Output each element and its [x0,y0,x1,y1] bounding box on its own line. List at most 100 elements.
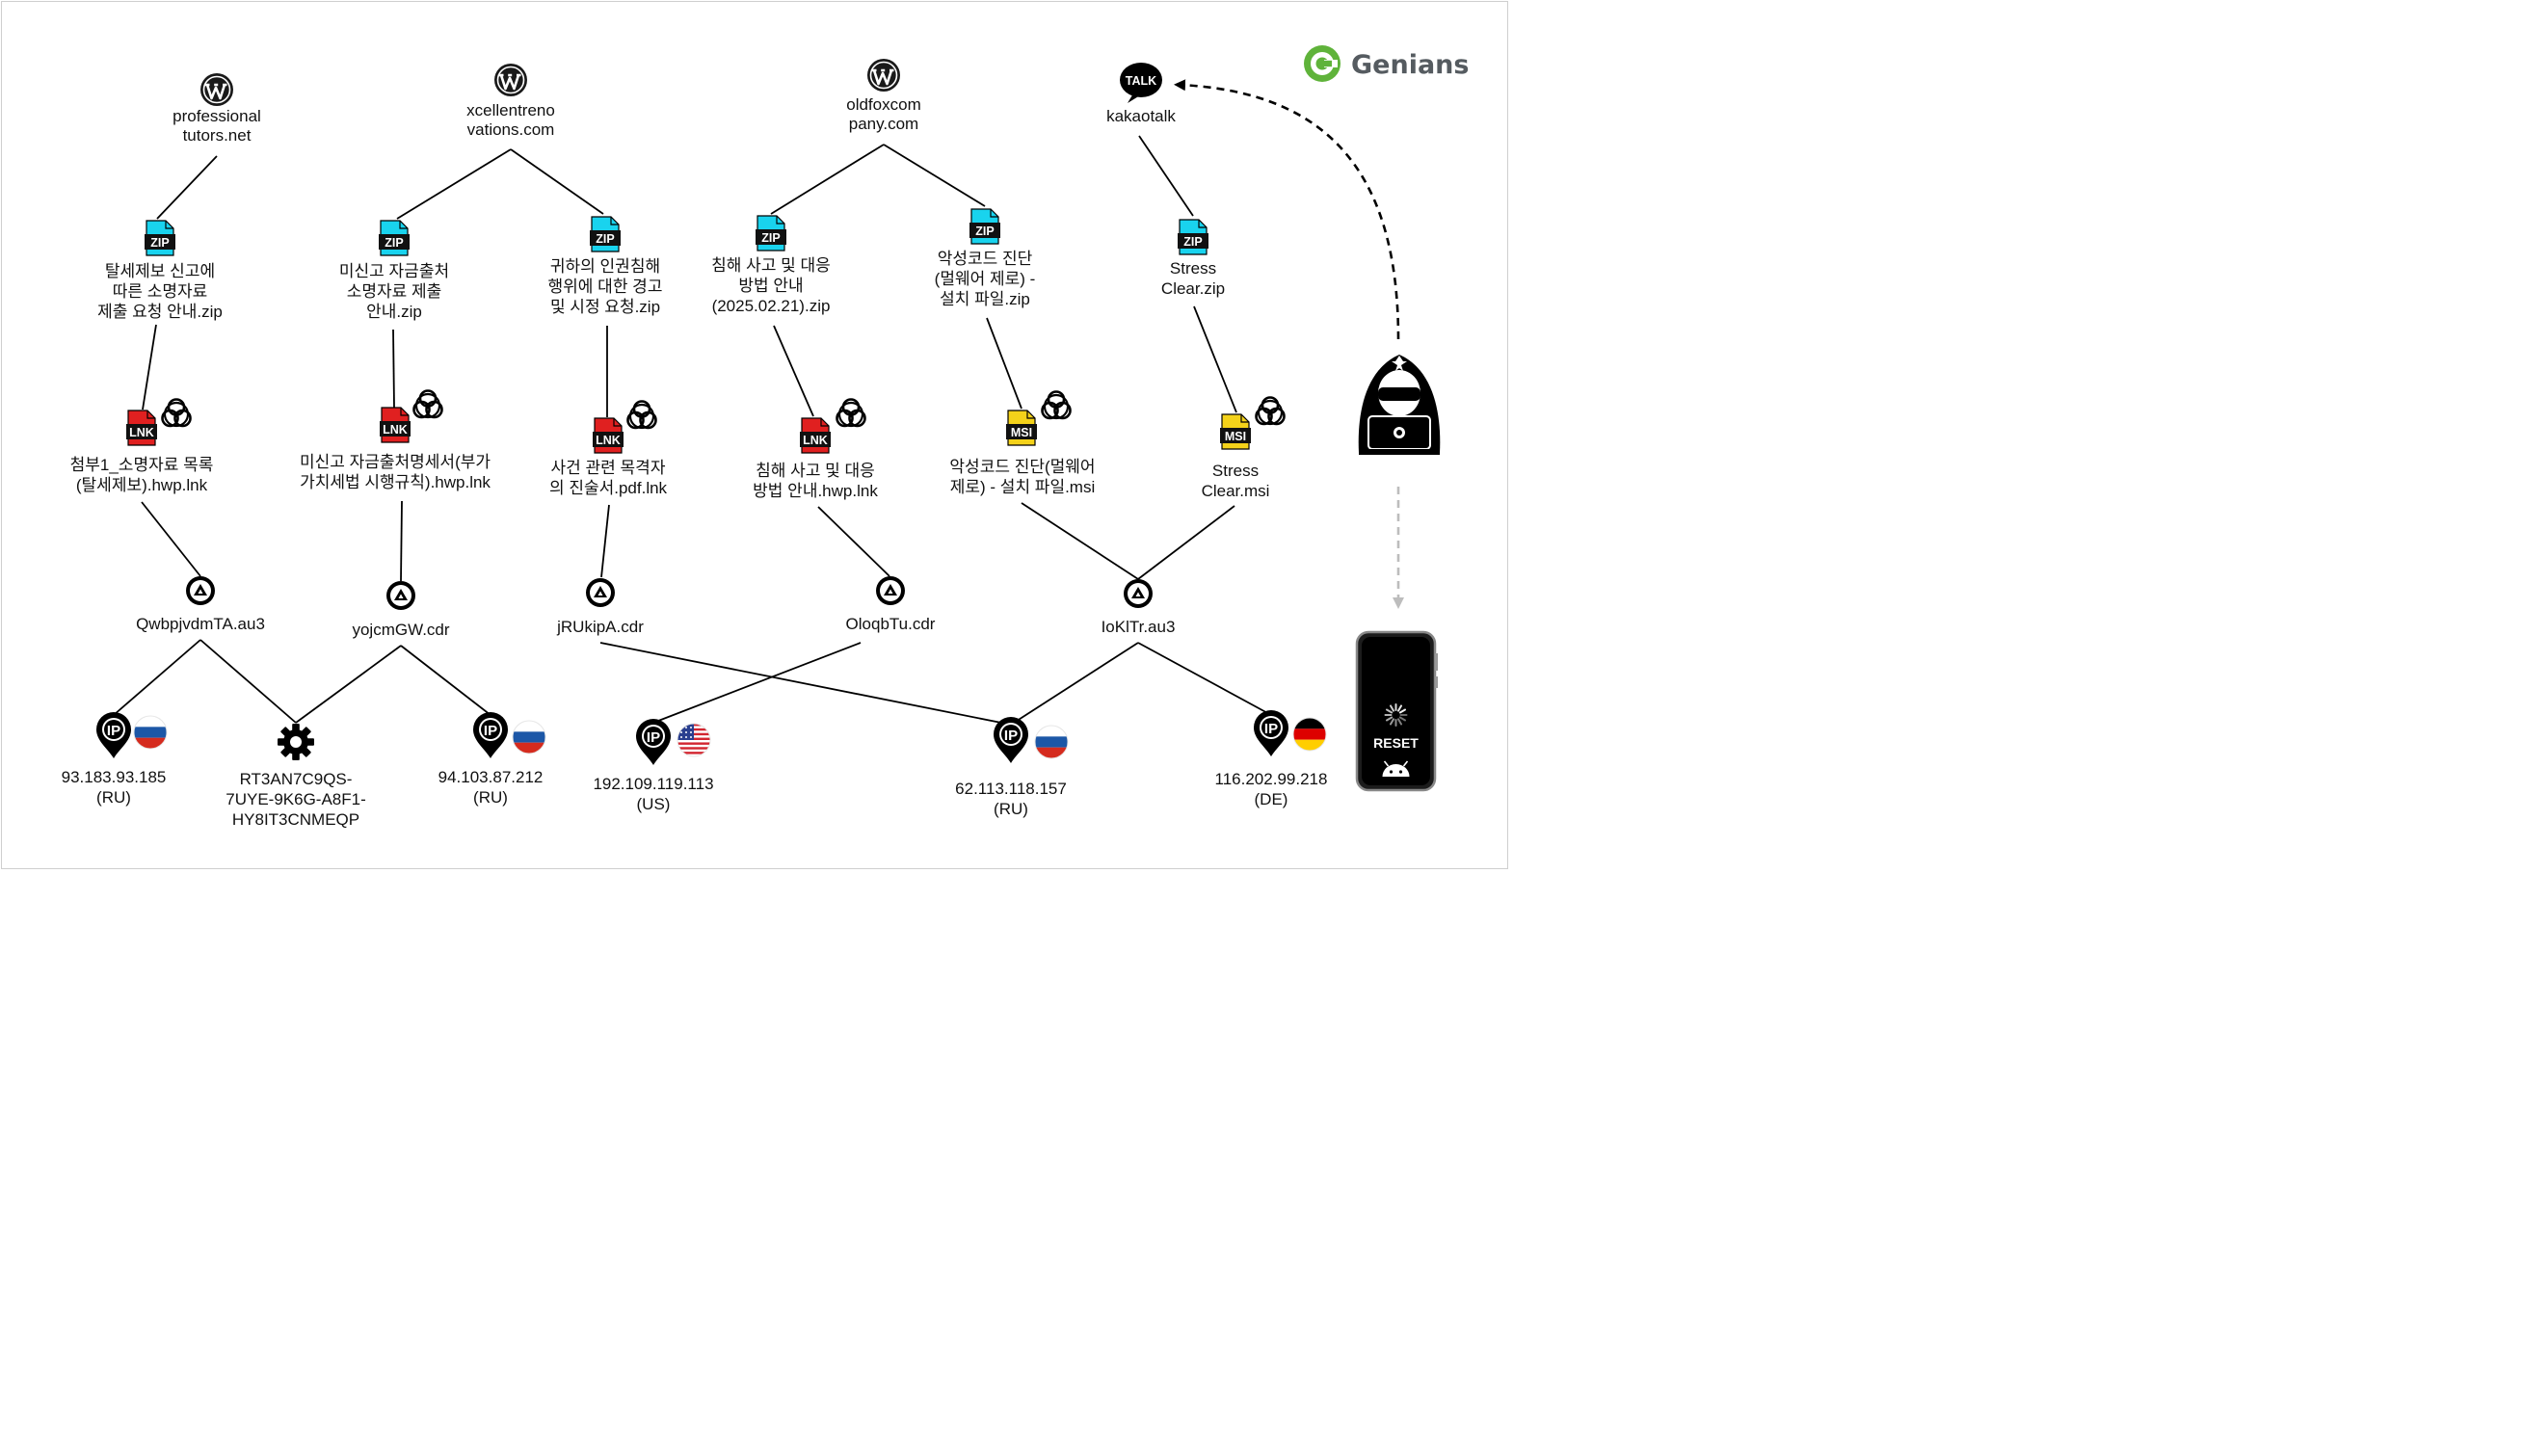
payload-filename-line: 가치세법 시행규칙).hwp.lnk [300,473,491,491]
source-label-line: tutors.net [183,126,252,145]
file-badge: LNK [129,426,154,439]
flow-connector [142,324,157,410]
android-head [1382,764,1410,777]
script-node-4: OloqbTu.cdr [846,576,936,633]
payload-filename-line: 제로) - 설치 파일.msi [950,478,1096,496]
flow-connector [113,639,201,716]
mutex-label-line: 7UYE-9K6G-A8F1- [226,790,366,808]
autoit-icon [1124,579,1153,608]
ip-address-label-line: 62.113.118.157 [955,780,1067,798]
file-badge: ZIP [385,236,403,250]
zip-file-icon: ZIP [590,216,621,252]
zip-filename-line: 설치 파일.zip [940,290,1030,308]
c2-ip-node-4: IP 192.109.119.113(US) [593,719,714,813]
ip-badge: IP [647,729,660,746]
zip-filename-line: (멀웨어 제로) - [935,270,1036,288]
flow-connector [817,506,890,577]
c2-ip-node-5: IP 62.113.118.157(RU) [955,717,1069,818]
mutex-label-line: RT3AN7C9QS- [240,770,353,788]
ip-badge: IP [1004,728,1018,744]
ip-address-label-line: 93.183.93.185 [62,768,167,786]
autoit-icon [586,578,615,607]
flow-connector [1010,642,1139,726]
flag-ru-icon [133,715,168,750]
payload-filename-line: Clear.msi [1202,482,1270,500]
zip-filename-line: 제출 요청 안내.zip [97,303,223,321]
zip-filename-line: 행위에 대한 경고 [548,278,663,296]
ip-pin-icon: IP [636,719,671,765]
zip-filename-line: 침해 사고 및 대응 [711,256,831,275]
autoit-icon [386,581,415,610]
ip-address-label: 93.183.93.185 (RU) [62,768,167,807]
flow-connector [1021,502,1139,580]
payload-filename-line: 의 진술서.pdf.lnk [549,479,668,497]
ip-badge: IP [107,723,120,739]
msi-file-icon: MSI [1006,410,1037,446]
payload-filename-line: 사건 관련 목격자 [551,459,666,477]
zip-file-icon: ZIP [145,220,175,256]
genians-logo: Genians [1304,45,1469,82]
file-badge: MSI [1225,430,1246,443]
flow-connector [773,325,814,417]
script-node-5: IoKlTr.au3 [1102,579,1176,636]
zip-file-icon: ZIP [379,220,410,256]
source-label-line: vations.com [467,120,555,139]
source-label-line: kakaotalk [1106,107,1176,125]
zip-file-icon: ZIP [1178,219,1208,255]
ip-badge: IP [1264,721,1278,737]
genians-logo-text: Genians [1351,50,1469,80]
msi-file-icon: MSI [1220,413,1251,450]
ip-address-label-line: (DE) [1255,790,1288,808]
zip-filename-line: 귀하의 인권침해 [550,257,660,276]
source-label-line: oldfoxcom [846,95,920,114]
autoit-icon [186,576,215,605]
zip-filename-line: 따른 소명자료 [113,282,208,301]
zip-filename-line: Stress [1170,259,1216,278]
device-reset-label: RESET [1373,735,1419,751]
payload-filename-line: (탈세제보).hwp.lnk [76,476,208,494]
zip-filename-line: 탈세제보 신고에 [105,262,215,280]
ip-pin-icon: IP [994,717,1028,763]
ip-address-label: 62.113.118.157(RU) [955,780,1067,818]
payload-filename: 첨부1_소명자료 목록(탈세제보).hwp.lnk [70,456,214,494]
ip-address-label-line: (RU) [96,788,131,807]
payload-filename-line: 미신고 자금출처명세서(부가 [300,453,491,471]
script-filename: IoKlTr.au3 [1102,618,1176,636]
ip-pin-icon: IP [473,712,508,758]
file-badge: ZIP [975,225,994,238]
flag-ru-icon [1034,725,1069,759]
flow-connector [156,155,218,220]
ip-badge: IP [484,723,497,739]
ip-address-label: 192.109.119.113(US) [593,775,713,813]
ip-pin-icon: IP [1254,710,1288,756]
lnk-file-icon: LNK [126,410,157,446]
mutex-node: RT3AN7C9QS-7UYE-9K6G-A8F1-HY8IT3CNMEQP [226,724,366,829]
android-icon: RESET [1355,630,1438,792]
flow-connector [1137,642,1272,716]
flow-connector [510,148,604,215]
payload-filename-line: 악성코드 진단(멀웨어 [949,458,1095,476]
script-node-3: jRUkipA.cdr [556,578,644,636]
